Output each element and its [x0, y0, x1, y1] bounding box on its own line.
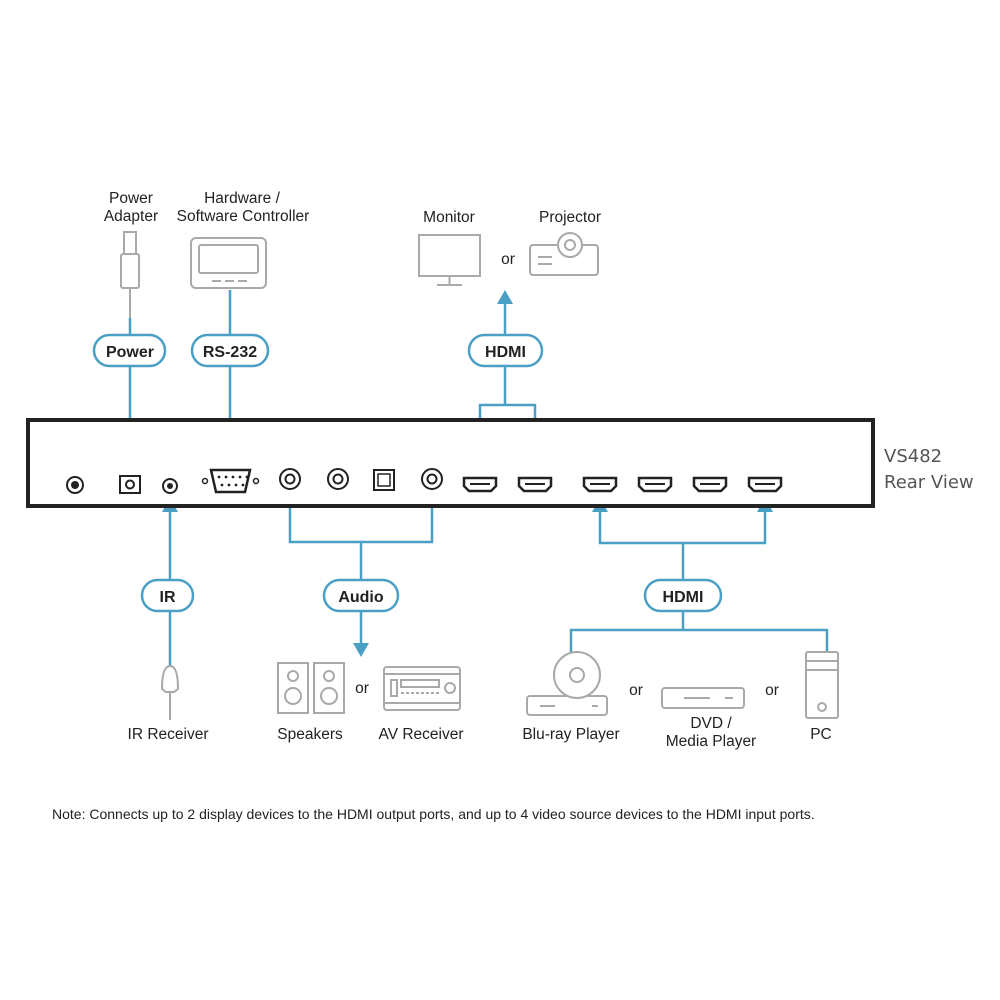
controller-label-line1: Hardware /: [204, 190, 280, 207]
hdmi-input-port-icon: [582, 476, 618, 493]
dvd-player-label-line2: Media Player: [666, 733, 756, 750]
pc-label: PC: [810, 726, 832, 743]
model-name: VS482: [884, 446, 942, 467]
hdmi-in-pill: HDMI: [643, 578, 723, 613]
av-receiver-icon: [383, 666, 461, 711]
hdmi-output-port-icon: [517, 476, 553, 493]
dvd-player-label-line1: DVD /: [690, 715, 732, 732]
projector-icon: [529, 232, 599, 276]
or-label: or: [765, 682, 779, 699]
controller-icon: [190, 237, 267, 289]
speakers-icon: [277, 662, 345, 714]
audio-port-icon: [327, 468, 349, 490]
dvd-player-icon: [661, 687, 745, 709]
note-text: Note: Connects up to 2 display devices t…: [52, 806, 815, 822]
monitor-label: Monitor: [423, 209, 475, 226]
power-jack-icon: [119, 475, 141, 494]
speakers-label: Speakers: [277, 726, 343, 743]
pc-tower-icon: [805, 651, 839, 719]
or-label: or: [355, 680, 369, 697]
hdmi-input-port-icon: [637, 476, 673, 493]
optical-port-icon: [373, 469, 395, 491]
hdmi-input-port-icon: [747, 476, 783, 493]
audio-pill: Audio: [322, 578, 400, 613]
hdmi-in-pill-label: HDMI: [663, 589, 704, 606]
projector-label: Projector: [539, 209, 601, 226]
rs232-port-icon: [201, 468, 260, 494]
hdmi-out-pill-label: HDMI: [485, 344, 526, 361]
power-pill: Power: [92, 333, 167, 368]
rear-panel: [26, 418, 875, 508]
audio-pill-label: Audio: [338, 589, 384, 606]
power-adapter-label-line2: Adapter: [104, 208, 158, 225]
rs232-pill-label: RS-232: [203, 344, 257, 361]
power-adapter-label-line1: Power: [109, 190, 153, 207]
av-receiver-label: AV Receiver: [379, 726, 464, 743]
controller-label-line2: Software Controller: [177, 208, 310, 225]
view-label: Rear View: [884, 472, 974, 493]
bluray-player-label: Blu-ray Player: [522, 726, 619, 743]
or-label: or: [501, 251, 515, 268]
or-label: or: [629, 682, 643, 699]
rs232-pill: RS-232: [190, 333, 270, 368]
ir-pill: IR: [140, 578, 195, 613]
ir-jack-icon: [162, 478, 178, 494]
ir-receiver-label: IR Receiver: [128, 726, 209, 743]
ir-receiver-icon: [160, 664, 180, 720]
ground-screw-icon: [66, 476, 84, 494]
audio-port-icon: [421, 468, 443, 490]
power-pill-label: Power: [106, 344, 154, 361]
hdmi-output-port-icon: [462, 476, 498, 493]
ir-pill-label: IR: [160, 589, 176, 606]
hdmi-out-pill: HDMI: [467, 333, 544, 368]
hdmi-input-port-icon: [692, 476, 728, 493]
power-adapter-icon: [120, 231, 140, 318]
monitor-icon: [418, 234, 481, 286]
audio-port-icon: [279, 468, 301, 490]
bluray-player-icon: [526, 651, 608, 716]
